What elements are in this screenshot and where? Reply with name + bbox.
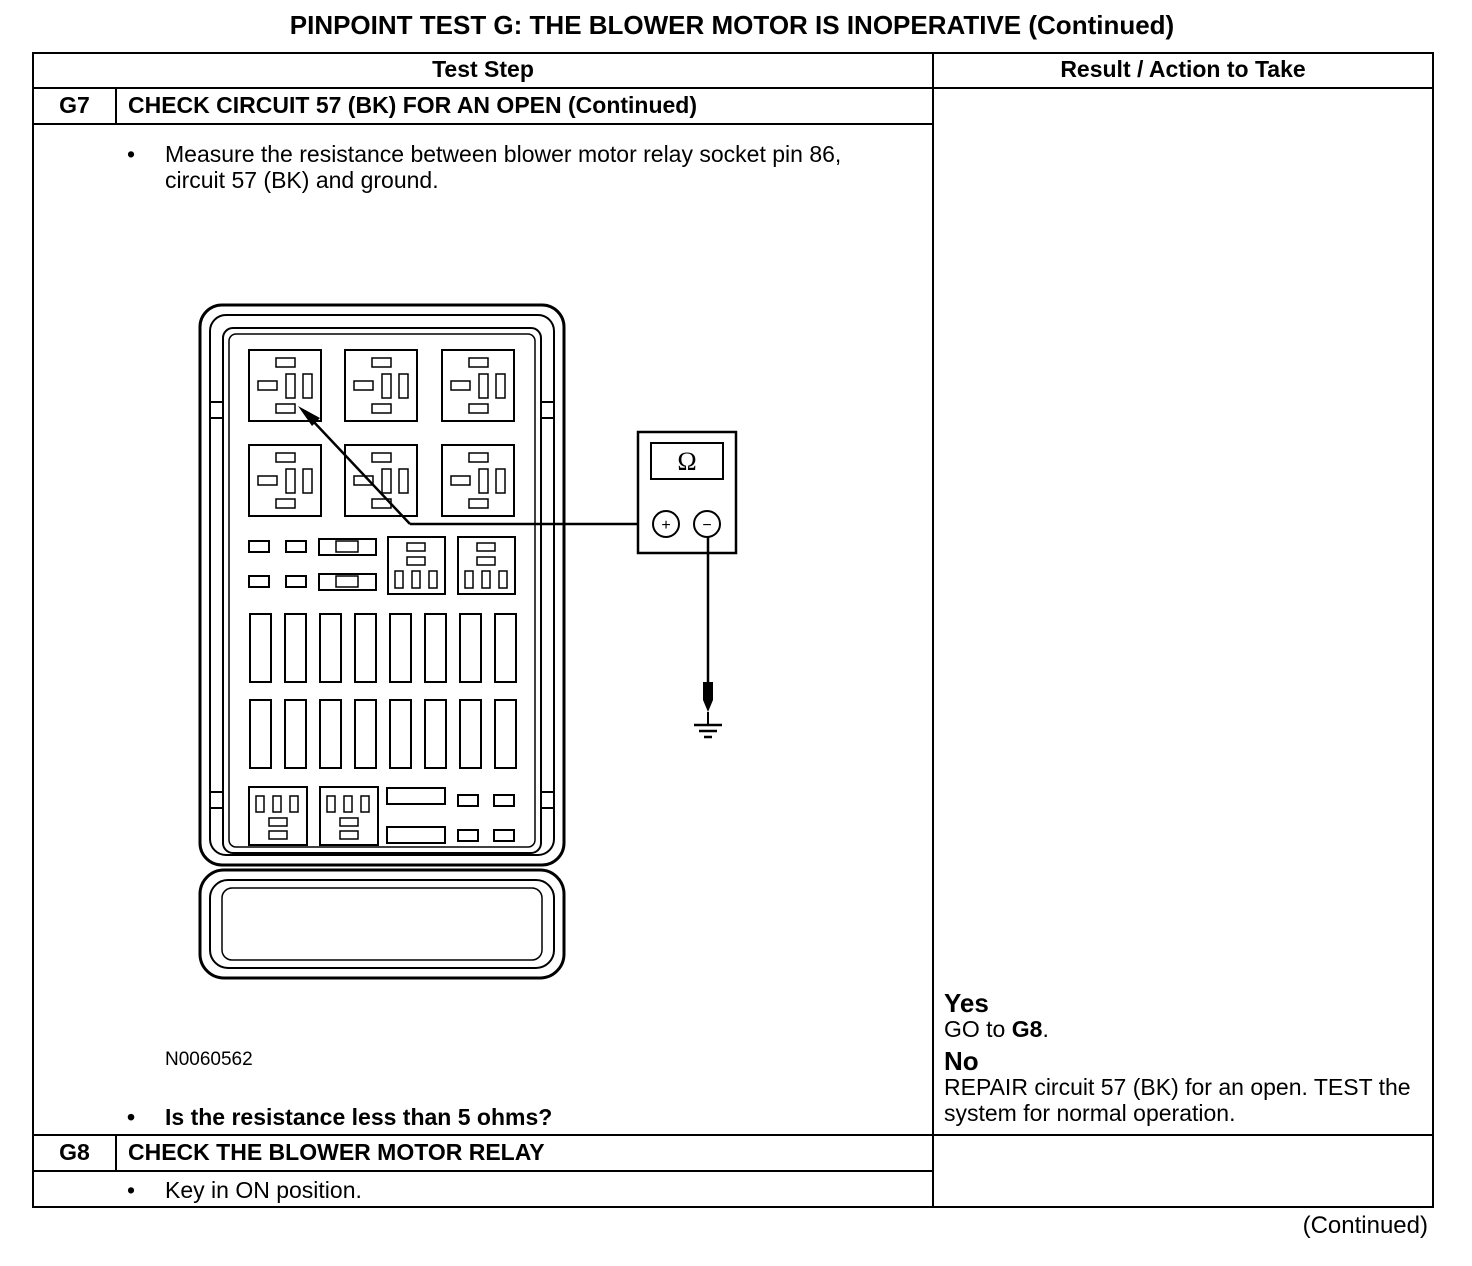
relay-socket xyxy=(344,349,418,422)
result-yes-target: G8 xyxy=(1011,1016,1043,1042)
maxi-fuse xyxy=(249,699,272,769)
result-yes-suffix: . xyxy=(1042,1016,1049,1042)
maxi-fuse xyxy=(459,613,482,683)
g7-results: Yes GO to G8. No REPAIR circuit 57 (BK) … xyxy=(944,990,1429,1126)
relay-socket xyxy=(344,444,418,517)
g7-question: • Is the resistance less than 5 ohms? xyxy=(127,1104,905,1130)
meter-minus-terminal: − xyxy=(702,517,711,534)
maxi-fuse xyxy=(424,613,447,683)
g7-instruction: • Measure the resistance between blower … xyxy=(127,141,905,193)
relay-socket xyxy=(248,444,322,517)
step-title-g8: CHECK THE BLOWER MOTOR RELAY xyxy=(128,1139,545,1165)
g7-instruction-text: Measure the resistance between blower mo… xyxy=(165,141,842,193)
meter-plus-terminal: + xyxy=(661,517,670,534)
bullet-dot: • xyxy=(127,141,136,167)
result-no-action: REPAIR circuit 57 (BK) for an open. TEST… xyxy=(944,1074,1411,1126)
figure-id: N0060562 xyxy=(165,1049,253,1070)
maxi-fuse xyxy=(389,699,412,769)
step-number-g8: G8 xyxy=(59,1139,90,1165)
result-no-label: No xyxy=(944,1046,979,1076)
relay-socket xyxy=(248,349,322,422)
maxi-fuse xyxy=(319,613,342,683)
step-number-g7: G7 xyxy=(59,92,90,118)
maxi-fuse xyxy=(319,699,342,769)
g8-instruction-text: Key in ON position. xyxy=(165,1177,362,1203)
step-title-g7: CHECK CIRCUIT 57 (BK) FOR AN OPEN (Conti… xyxy=(128,92,698,118)
maxi-fuse xyxy=(284,699,307,769)
bullet-dot: • xyxy=(127,1104,136,1130)
maxi-fuse xyxy=(354,699,377,769)
relay-socket xyxy=(441,349,515,422)
result-yes-label: Yes xyxy=(944,988,989,1018)
header-test-step: Test Step xyxy=(432,56,534,82)
header-result-action: Result / Action to Take xyxy=(1060,56,1306,82)
ohm-symbol-icon: Ω xyxy=(677,447,696,476)
relay-socket xyxy=(441,444,515,517)
maxi-fuse xyxy=(249,613,272,683)
page-title: PINPOINT TEST G: THE BLOWER MOTOR IS INO… xyxy=(289,10,1175,40)
maxi-fuse xyxy=(354,613,377,683)
result-yes-prefix: GO to xyxy=(944,1016,1012,1042)
result-yes-action: GO to G8. xyxy=(944,1016,1429,1042)
continued-note: (Continued) xyxy=(1302,1212,1428,1239)
maxi-fuse xyxy=(494,699,517,769)
g8-instruction: • Key in ON position. xyxy=(127,1177,905,1203)
maxi-fuse xyxy=(284,613,307,683)
maxi-fuse xyxy=(389,613,412,683)
maxi-fuse xyxy=(494,613,517,683)
g7-question-text: Is the resistance less than 5 ohms? xyxy=(165,1104,553,1130)
maxi-fuse xyxy=(424,699,447,769)
maxi-fuse xyxy=(459,699,482,769)
bullet-dot: • xyxy=(127,1177,136,1203)
